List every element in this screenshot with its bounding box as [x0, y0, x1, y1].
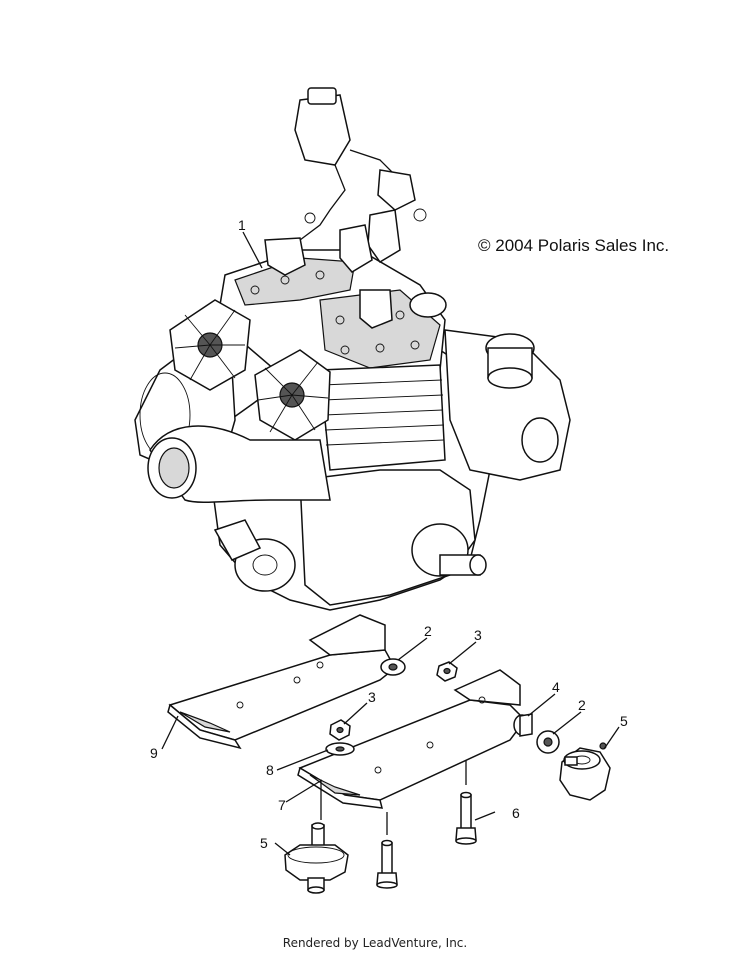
bolt-6-lower[interactable]: [376, 839, 398, 889]
callout-1: 1: [238, 217, 246, 233]
isolator-mount-lower[interactable]: [284, 822, 349, 894]
callout-5-right: 5: [620, 713, 628, 729]
callout-7: 7: [278, 797, 286, 813]
callout-8: 8: [266, 762, 274, 778]
bolt-6-right[interactable]: [455, 791, 477, 845]
footer-credit: Rendered by LeadVenture, Inc.: [282, 936, 468, 950]
washer-upper[interactable]: [380, 658, 406, 676]
reed-valve-left: [169, 299, 251, 391]
engine-mount-bracket-left[interactable]: [167, 614, 396, 750]
callout-2-upper: 2: [424, 623, 432, 639]
callout-9: 9: [150, 745, 158, 761]
callout-4: 4: [552, 679, 560, 695]
leader-lines: [161, 231, 620, 856]
engine-assembly[interactable]: [134, 87, 571, 611]
callout-numbers: 1 2 3 3 4 2 5 9 8 7 6 5: [150, 217, 628, 851]
callout-5-lower: 5: [260, 835, 268, 851]
copyright-text: © 2004 Polaris Sales Inc.: [478, 236, 670, 255]
callout-3-upper: 3: [474, 627, 482, 643]
callout-2-right: 2: [578, 697, 586, 713]
nut-lower[interactable]: [329, 719, 351, 741]
washer-8[interactable]: [325, 742, 355, 756]
spacer-4[interactable]: [513, 713, 533, 737]
engine-mount-bracket-right[interactable]: [297, 669, 526, 809]
washer-right[interactable]: [536, 730, 560, 754]
nut-upper[interactable]: [436, 661, 458, 682]
isolator-mount-right[interactable]: [559, 742, 611, 801]
callout-6: 6: [512, 805, 520, 821]
callout-3-lower: 3: [368, 689, 376, 705]
reed-valve-right: [254, 349, 331, 441]
